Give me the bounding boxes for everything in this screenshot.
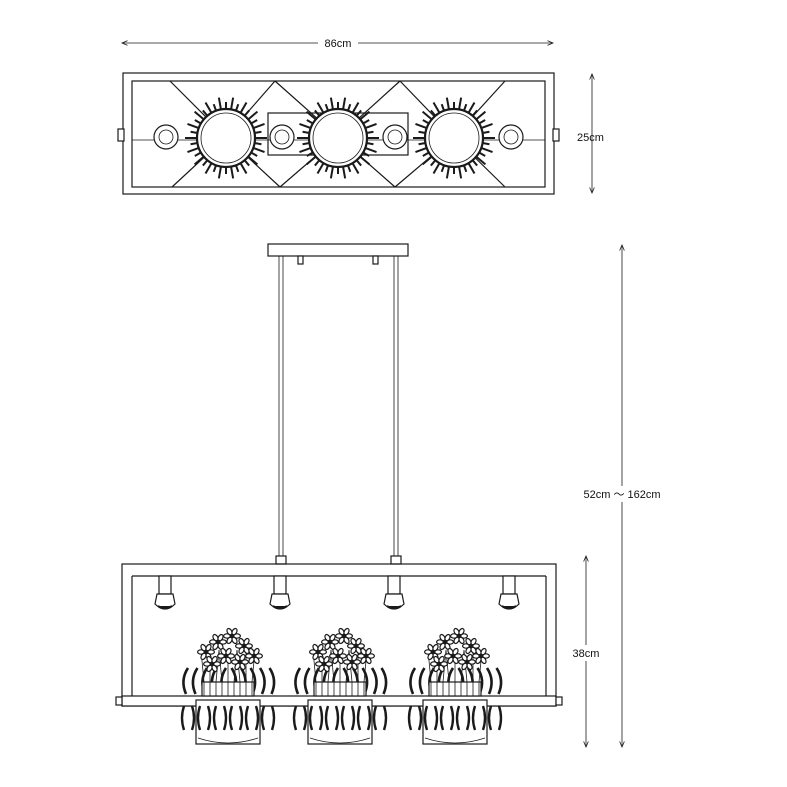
body-height-label: 38cm [573,648,600,660]
top-view [117,72,560,195]
sunburst-lamp-icon [185,97,267,179]
height-range-label: 52cm ～ 162cm [583,489,660,501]
front-view [115,243,563,745]
floral-lamp-icon [407,627,503,745]
width-dimension: 86cm [122,36,553,50]
ceiling-canopy [267,243,409,257]
depth-label: 25cm [577,132,604,144]
rosette-icon [382,124,408,150]
rosette-icon [498,124,524,150]
floral-lamp-icon [180,627,276,745]
depth-dimension: 25cm [577,74,604,193]
floral-lamp-icon [292,627,388,745]
body-height-dimension: 38cm [566,556,606,747]
sunburst-lamp-icon [297,97,379,179]
spotlight-icon [498,575,520,610]
spotlight-icon [154,575,176,610]
spotlight-icon [383,575,405,610]
width-label: 86cm [325,38,352,50]
sunburst-lamp-icon [413,97,495,179]
rosette-icon [153,124,179,150]
spotlight-icon [269,575,291,610]
rosette-icon [269,124,295,150]
height-range-dimension: 52cm ～ 162cm [560,245,672,747]
